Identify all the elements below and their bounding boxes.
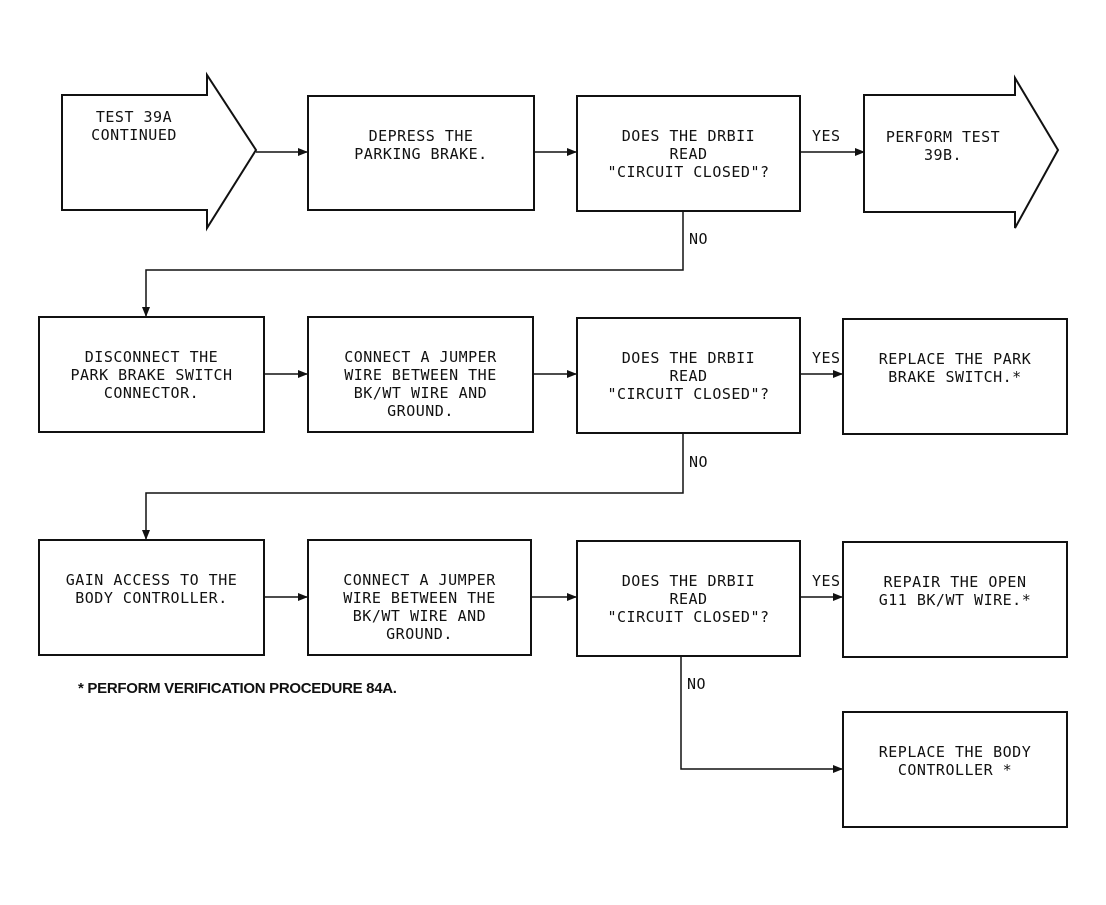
replace-switch-box: REPLACE THE PARK BRAKE SWITCH.* xyxy=(842,318,1068,435)
yes-label-1: YES xyxy=(812,127,841,145)
edge-q2-no xyxy=(142,434,684,540)
jumper-1-box: CONNECT A JUMPER WIRE BETWEEN THE BK/WT … xyxy=(307,316,534,433)
jumper-2-box: CONNECT A JUMPER WIRE BETWEEN THE BK/WT … xyxy=(307,539,532,656)
edge-q1-no xyxy=(142,212,684,317)
edge-q3-no xyxy=(680,657,843,773)
depress-brake-box: DEPRESS THE PARKING BRAKE. xyxy=(307,95,535,211)
disconnect-switch-box: DISCONNECT THE PARK BRAKE SWITCH CONNECT… xyxy=(38,316,265,433)
yes-label-2: YES xyxy=(812,349,841,367)
perform-arrow-shape xyxy=(863,74,1060,229)
replace-controller-box: REPLACE THE BODY CONTROLLER * xyxy=(842,711,1068,828)
start-arrow-shape xyxy=(61,71,258,232)
yes-label-3: YES xyxy=(812,572,841,590)
verification-note: * PERFORM VERIFICATION PROCEDURE 84A. xyxy=(78,680,397,697)
question-2-box: DOES THE DRBII READ "CIRCUIT CLOSED"? xyxy=(576,317,801,434)
question-3-box: DOES THE DRBII READ "CIRCUIT CLOSED"? xyxy=(576,540,801,657)
gain-access-box: GAIN ACCESS TO THE BODY CONTROLLER. xyxy=(38,539,265,656)
no-label-3: NO xyxy=(687,675,707,693)
no-label-1: NO xyxy=(689,230,709,248)
repair-wire-box: REPAIR THE OPEN G11 BK/WT WIRE.* xyxy=(842,541,1068,658)
perform-test-node: PERFORM TEST 39B. xyxy=(885,128,1001,164)
question-1-box: DOES THE DRBII READ "CIRCUIT CLOSED"? xyxy=(576,95,801,212)
start-node: TEST 39A CONTINUED xyxy=(91,108,177,144)
no-label-2: NO xyxy=(689,453,709,471)
